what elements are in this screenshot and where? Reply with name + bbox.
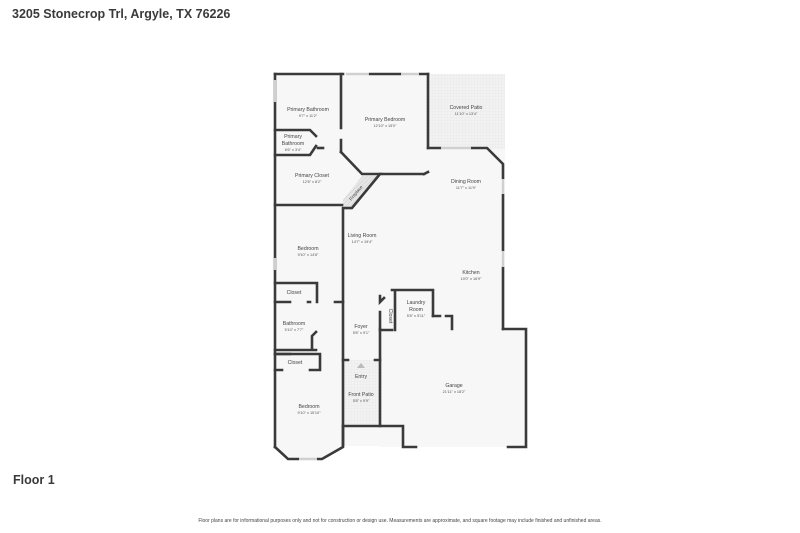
room-name: Room	[409, 307, 423, 313]
room-name: Kitchen	[462, 270, 479, 276]
room-name: Primary	[284, 134, 302, 140]
room-labels: Primary Bathroom 9'7" x 11'2" Primary Be…	[282, 105, 483, 415]
room-dims: 11'7" x 11'9"	[456, 186, 477, 190]
disclaimer: Floor plans are for informational purpos…	[198, 518, 602, 524]
room-dims: 11'10" x 13'4"	[455, 112, 478, 116]
room-dims: 14'7" x 19'4"	[352, 240, 373, 244]
room-dims: 9'7" x 11'2"	[299, 114, 318, 118]
room-name: Closet	[288, 360, 303, 366]
room-name: Front Patio	[348, 392, 373, 398]
property-address: 3205 Stonecrop Trl, Argyle, TX 76226	[12, 7, 231, 21]
room-name: Living Room	[348, 233, 377, 239]
room-dims: 21'11" x 18'2"	[443, 390, 466, 394]
walls	[273, 72, 528, 461]
room-name: Primary Closet	[295, 173, 330, 179]
room-name: Closet	[387, 309, 393, 324]
room-name: Bedroom	[298, 404, 319, 410]
room-name: Dining Room	[451, 179, 481, 185]
room-dims: 12'6" x 8'2"	[303, 180, 322, 184]
room-name: Entry	[355, 374, 368, 380]
room-name: Bathroom	[283, 321, 306, 327]
room-dims: 9'10" x 15'10"	[298, 411, 322, 415]
room-name: Bedroom	[297, 246, 318, 252]
room-name: Closet	[287, 290, 302, 296]
room-dims: 12'10" x 15'0"	[374, 124, 398, 128]
room-dims: 9'10" x 14'6"	[298, 253, 319, 257]
floor-fill	[275, 74, 526, 460]
room-dims: 5'8" x 9'1"	[353, 331, 370, 335]
room-name: Covered Patio	[450, 105, 483, 111]
room-dims: 5'10" x 7'7"	[285, 328, 304, 332]
floor-label: Floor 1	[13, 473, 55, 487]
room-name: Foyer	[354, 324, 368, 330]
room-name: Primary Bathroom	[287, 107, 329, 113]
room-name: Laundry	[407, 300, 426, 306]
room-dims: 10'0" x 16'9"	[461, 277, 482, 281]
room-name: Bathroom	[282, 141, 305, 147]
room-name: Primary Bedroom	[365, 117, 405, 123]
room-dims: 5'8" x 9'9"	[353, 399, 370, 403]
windows	[273, 72, 505, 461]
room-name: Garage	[445, 383, 462, 389]
entry-arrow-icon	[357, 363, 365, 368]
room-dims: 6'6" x 3'4"	[285, 148, 302, 152]
room-dims: 5'6" x 5'11"	[407, 314, 426, 318]
